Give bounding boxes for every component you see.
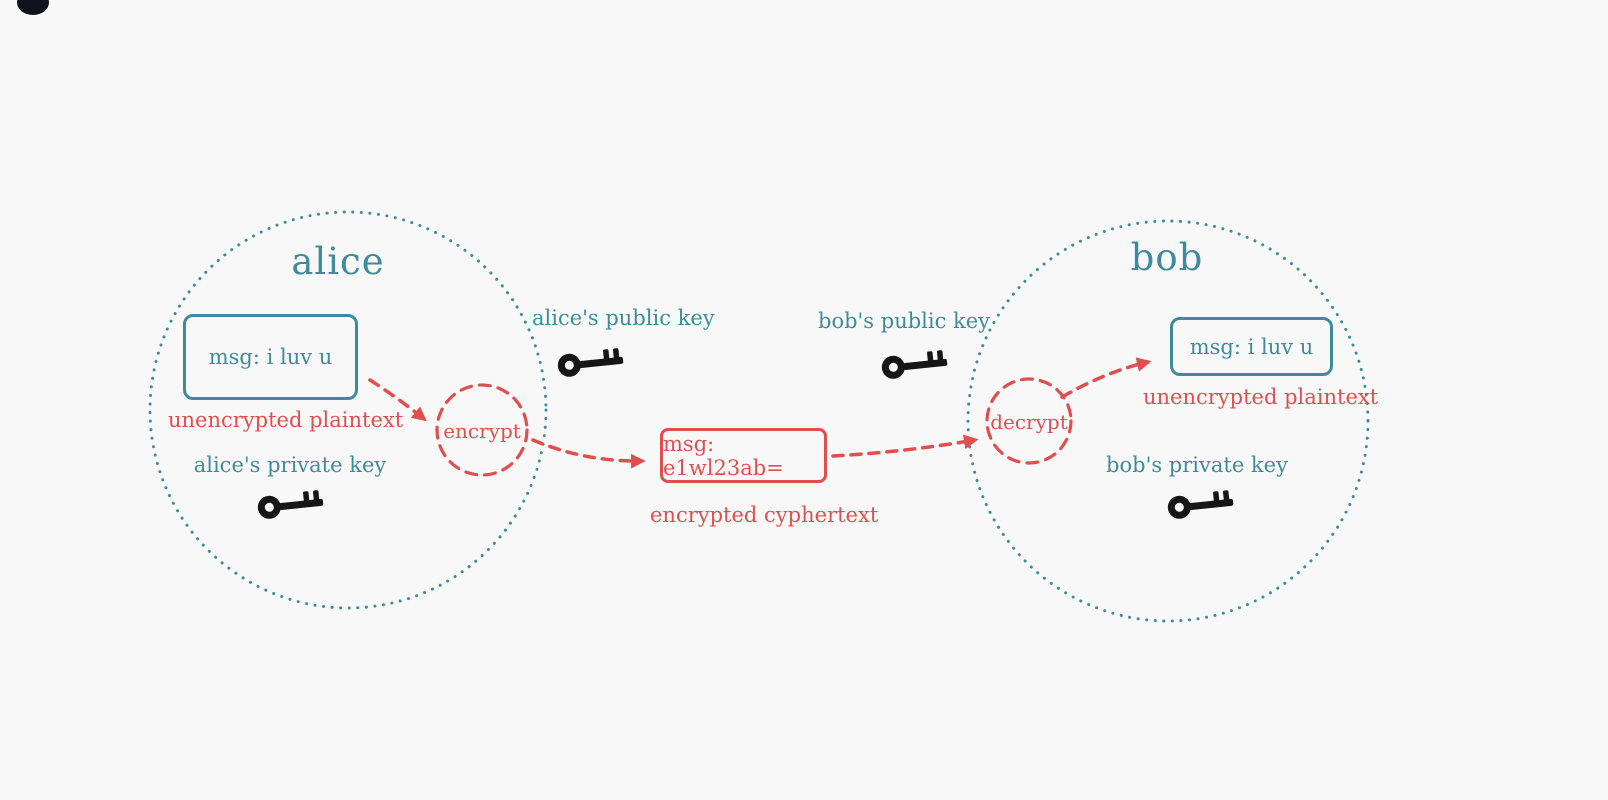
encrypt-label: encrypt — [443, 419, 521, 443]
alice-plaintext-caption: unencrypted plaintext — [168, 408, 404, 432]
decrypt-label: decrypt — [990, 410, 1068, 434]
bob-public-key-label: bob's public key — [818, 309, 991, 333]
bob-message-box: msg: i luv u — [1170, 317, 1333, 376]
alice-boundary-circle — [148, 210, 548, 610]
alice-private-key-icon — [257, 490, 324, 519]
alice-message-box: msg: i luv u — [183, 314, 358, 400]
ciphertext-text: msg: e1wl23ab= — [663, 431, 784, 480]
bob-private-key-icon — [1167, 490, 1234, 519]
bob-plaintext-caption: unencrypted plaintext — [1143, 385, 1379, 409]
arrow-decrypt-to-plaintext — [1060, 357, 1152, 399]
bob-public-key-icon — [881, 350, 948, 379]
bob-boundary-circle — [966, 219, 1370, 623]
ciphertext-box: msg: e1wl23ab= — [660, 428, 827, 483]
bob-title: bob — [1130, 236, 1204, 279]
decrypt-circle — [985, 377, 1073, 465]
alice-public-key-icon — [557, 348, 624, 377]
alice-private-key-label: alice's private key — [193, 453, 387, 477]
alice-public-key-label: alice's public key — [532, 306, 715, 330]
arrow-ciphertext-to-decrypt — [831, 434, 979, 458]
corner-artifact — [17, 0, 49, 15]
arrow-plaintext-to-encrypt — [368, 378, 427, 422]
arrow-encrypt-to-ciphertext — [531, 438, 646, 469]
ciphertext-caption: encrypted cyphertext — [650, 503, 879, 527]
bob-message-text: msg: i luv u — [1189, 334, 1314, 359]
bob-private-key-label: bob's private key — [1106, 453, 1288, 477]
encrypt-circle — [435, 383, 529, 477]
alice-message-text: msg: i luv u — [208, 345, 333, 369]
alice-title: alice — [291, 240, 385, 283]
